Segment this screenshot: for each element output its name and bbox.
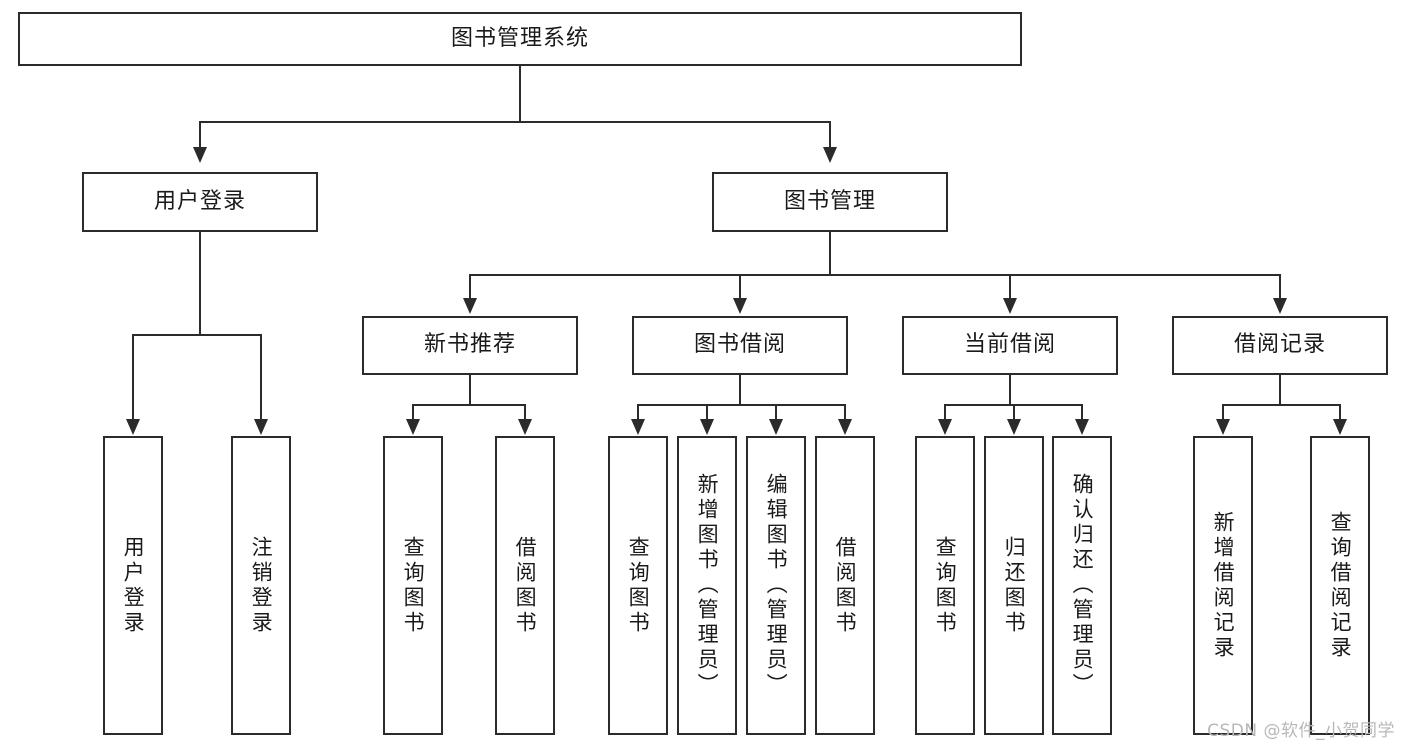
csdn-watermark: CSDN @软件_小贺同学 xyxy=(1207,721,1395,741)
edge-br-to-leaf-1 xyxy=(1222,404,1224,421)
edge-book-management-bus xyxy=(469,274,1281,276)
edge-borrow-record-bus xyxy=(1222,404,1341,406)
edge-user-login-bus xyxy=(132,334,261,336)
node-leaf-confirm-return[interactable]: 确认归还（管理员） xyxy=(1052,436,1112,735)
node-leaf-query-book-1[interactable]: 查询图书 xyxy=(383,436,443,735)
arrowhead-to-leaf-query-book-2 xyxy=(631,419,645,435)
arrowhead-to-leaf-borrow-book-1 xyxy=(518,419,532,435)
edge-bm-to-book-borrow xyxy=(739,274,741,300)
arrowhead-to-leaf-query-record xyxy=(1333,419,1347,435)
edge-cb-to-leaf-2 xyxy=(1013,404,1015,421)
arrowhead-to-current-borrow xyxy=(1003,298,1017,314)
node-user-login-label: 用户登录 xyxy=(153,188,246,214)
arrowhead-to-leaf-borrow-book-2 xyxy=(838,419,852,435)
arrowhead-to-leaf-logout xyxy=(254,419,268,435)
node-leaf-query-book-2[interactable]: 查询图书 xyxy=(608,436,668,735)
arrowhead-to-book-management xyxy=(823,147,837,163)
node-book-borrow[interactable]: 图书借阅 xyxy=(632,316,848,375)
node-leaf-return-book-label: 归还图书 xyxy=(1002,535,1027,636)
node-book-management[interactable]: 图书管理 xyxy=(712,172,948,232)
node-leaf-query-book-3-label: 查询图书 xyxy=(933,535,958,636)
arrowhead-to-leaf-add-record xyxy=(1216,419,1230,435)
edge-book-borrow-bus xyxy=(637,404,846,406)
arrowhead-to-leaf-edit-book xyxy=(769,419,783,435)
node-root-label: 图书管理系统 xyxy=(450,25,589,51)
arrowhead-to-user-login xyxy=(193,147,207,163)
edge-nbr-to-leaf-1 xyxy=(412,404,414,421)
node-current-borrow-label: 当前借阅 xyxy=(963,332,1056,358)
arrowhead-to-book-borrow xyxy=(733,298,747,314)
arrowhead-to-leaf-user-login xyxy=(126,419,140,435)
edge-br-to-leaf-2 xyxy=(1339,404,1341,421)
node-leaf-borrow-book-1[interactable]: 借阅图书 xyxy=(495,436,555,735)
node-leaf-user-login[interactable]: 用户登录 xyxy=(103,436,163,735)
edge-root-to-user-login xyxy=(199,121,201,149)
node-leaf-query-book-1-label: 查询图书 xyxy=(401,535,426,636)
node-new-book-recommend-label: 新书推荐 xyxy=(423,332,516,358)
edge-root-to-book-management xyxy=(829,121,831,149)
node-new-book-recommend[interactable]: 新书推荐 xyxy=(362,316,578,375)
edge-bb-to-leaf-3 xyxy=(775,404,777,421)
node-leaf-query-book-3[interactable]: 查询图书 xyxy=(915,436,975,735)
arrowhead-to-leaf-query-book-1 xyxy=(406,419,420,435)
edge-current-borrow-stem xyxy=(1009,375,1011,406)
edge-current-borrow-bus xyxy=(944,404,1081,406)
edge-book-management-stem xyxy=(829,232,831,276)
edge-user-login-to-leaf-2 xyxy=(260,334,262,421)
node-borrow-record-label: 借阅记录 xyxy=(1233,332,1326,358)
node-leaf-confirm-return-label: 确认归还（管理员） xyxy=(1070,473,1095,698)
edge-bb-to-leaf-1 xyxy=(637,404,639,421)
arrowhead-to-leaf-add-book xyxy=(700,419,714,435)
edge-user-login-to-leaf-1 xyxy=(132,334,134,421)
node-leaf-query-record-label: 查询借阅记录 xyxy=(1328,510,1353,661)
node-leaf-add-record[interactable]: 新增借阅记录 xyxy=(1193,436,1253,735)
node-leaf-add-book[interactable]: 新增图书（管理员） xyxy=(677,436,737,735)
edge-new-book-recommend-stem xyxy=(469,375,471,406)
node-leaf-borrow-book-2[interactable]: 借阅图书 xyxy=(815,436,875,735)
arrowhead-to-leaf-confirm-return xyxy=(1075,419,1089,435)
node-leaf-logout[interactable]: 注销登录 xyxy=(231,436,291,735)
edge-bb-to-leaf-2 xyxy=(706,404,708,421)
node-book-management-label: 图书管理 xyxy=(783,188,876,214)
edge-bm-to-current-borrow xyxy=(1009,274,1011,300)
node-leaf-user-login-label: 用户登录 xyxy=(121,535,146,636)
edge-bb-to-leaf-4 xyxy=(844,404,846,421)
edge-root-bus xyxy=(199,121,831,123)
node-leaf-edit-book[interactable]: 编辑图书（管理员） xyxy=(746,436,806,735)
edge-book-borrow-stem xyxy=(739,375,741,406)
arrowhead-to-borrow-record xyxy=(1273,298,1287,314)
edge-user-login-stem xyxy=(199,232,201,336)
edge-nbr-to-leaf-2 xyxy=(524,404,526,421)
node-leaf-query-book-2-label: 查询图书 xyxy=(626,535,651,636)
node-leaf-logout-label: 注销登录 xyxy=(249,535,274,636)
arrowhead-to-leaf-query-book-3 xyxy=(938,419,952,435)
arrowhead-to-leaf-return-book xyxy=(1007,419,1021,435)
node-leaf-borrow-book-2-label: 借阅图书 xyxy=(833,535,858,636)
node-current-borrow[interactable]: 当前借阅 xyxy=(902,316,1118,375)
arrowhead-to-new-book-recommend xyxy=(463,298,477,314)
node-book-borrow-label: 图书借阅 xyxy=(693,332,786,358)
node-leaf-borrow-book-1-label: 借阅图书 xyxy=(513,535,538,636)
edge-bm-to-borrow-record xyxy=(1279,274,1281,300)
edge-cb-to-leaf-3 xyxy=(1081,404,1083,421)
edge-root-stem xyxy=(519,65,521,123)
node-root-system[interactable]: 图书管理系统 xyxy=(18,12,1022,66)
node-user-login[interactable]: 用户登录 xyxy=(82,172,318,232)
node-borrow-record[interactable]: 借阅记录 xyxy=(1172,316,1388,375)
node-leaf-edit-book-label: 编辑图书（管理员） xyxy=(764,473,789,698)
node-leaf-add-record-label: 新增借阅记录 xyxy=(1211,510,1236,661)
node-leaf-return-book[interactable]: 归还图书 xyxy=(984,436,1044,735)
node-leaf-query-record[interactable]: 查询借阅记录 xyxy=(1310,436,1370,735)
edge-borrow-record-stem xyxy=(1279,375,1281,406)
edge-cb-to-leaf-1 xyxy=(944,404,946,421)
edge-bm-to-new-book-recommend xyxy=(469,274,471,300)
node-leaf-add-book-label: 新增图书（管理员） xyxy=(695,473,720,698)
edge-new-book-recommend-bus xyxy=(412,404,526,406)
